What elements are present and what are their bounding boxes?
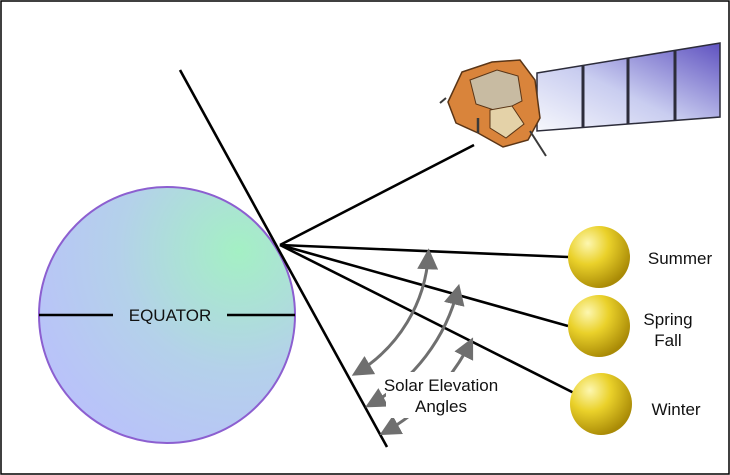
sun-summer-icon: [568, 226, 630, 288]
fall-label: Fall: [654, 331, 681, 350]
sun-winter-icon: [570, 373, 632, 435]
equator-label: EQUATOR: [129, 306, 212, 325]
spring-label: Spring: [643, 310, 692, 329]
angles-label-line-2: Angles: [415, 397, 467, 416]
sun-spring-fall-icon: [568, 295, 630, 357]
earth: EQUATOR: [39, 187, 295, 443]
angles-label-line-1: Solar Elevation: [384, 376, 498, 395]
winter-label: Winter: [651, 400, 700, 419]
summer-label: Summer: [648, 249, 713, 268]
